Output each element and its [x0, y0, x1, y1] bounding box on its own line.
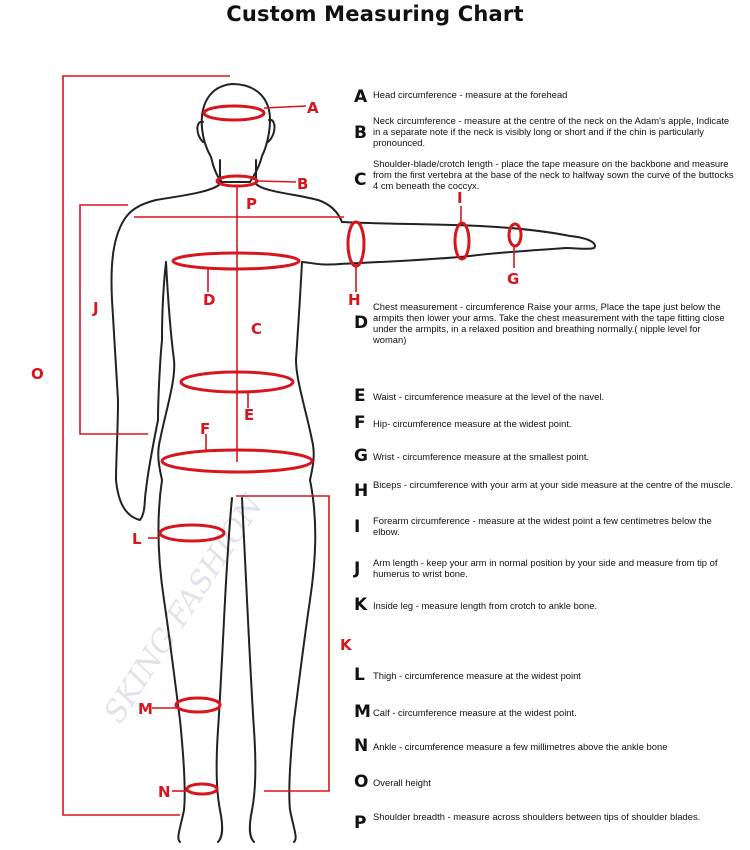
legend-letter: D	[354, 313, 369, 333]
label-m: M	[138, 700, 153, 718]
label-n: N	[158, 783, 171, 801]
label-o: O	[31, 365, 44, 383]
legend-text: Inside leg - measure length from crotch …	[373, 600, 598, 611]
label-d: D	[203, 291, 215, 309]
label-f: F	[200, 420, 210, 438]
label-l: L	[132, 530, 142, 548]
legend-letter: H	[354, 481, 369, 501]
legend-letter: P	[354, 813, 367, 833]
legend-text: Wrist - circumference measure at the sma…	[373, 451, 590, 462]
line-a	[263, 105, 307, 109]
legend-text: Ankle - circumference measure a few mill…	[373, 741, 668, 752]
legend-text: Arm length - keep your arm in normal pos…	[373, 557, 718, 579]
left-arm	[110, 219, 159, 521]
torso-left	[157, 261, 176, 481]
ear-left	[196, 120, 204, 143]
legend-letter: C	[354, 170, 367, 190]
mark-biceps-band	[346, 220, 366, 268]
mark-forearm-band	[453, 221, 471, 261]
legend-letter: O	[354, 772, 369, 792]
right-arm-upper	[341, 221, 596, 250]
legend-letter: A	[354, 87, 368, 107]
leg-right-inner	[241, 497, 257, 843]
mark-wrist-band	[507, 222, 523, 248]
legend-letter: N	[354, 736, 369, 756]
label-e: E	[244, 406, 254, 424]
label-i: I	[457, 189, 463, 207]
right-arm-lower	[301, 247, 567, 266]
legend-letter: E	[354, 386, 366, 406]
legend-letter: G	[354, 446, 368, 466]
legend-text: Overall height	[373, 777, 431, 788]
mark-head-band	[202, 104, 266, 122]
label-k: K	[340, 636, 353, 654]
legend-letter: M	[354, 702, 371, 722]
legend-letter: B	[354, 123, 367, 143]
mark-thigh-band	[158, 523, 226, 543]
legend-text: Hip- circumference measure at the widest…	[373, 418, 572, 429]
legend-text: Waist - circumference measure at the lev…	[373, 391, 605, 402]
chart-title: Custom Measuring Chart	[226, 2, 524, 26]
leg-right-outer	[288, 479, 317, 843]
line-o	[62, 75, 230, 816]
mark-chest-band	[171, 251, 301, 271]
measurement-lines	[62, 75, 515, 816]
legend-text: Shoulder breadth - measure across should…	[373, 811, 701, 822]
legend-letter: K	[354, 595, 368, 615]
label-h: H	[348, 291, 361, 309]
label-a: A	[307, 99, 319, 117]
line-b	[256, 180, 297, 183]
legend-text: Calf - circumference measure at the wide…	[373, 707, 577, 718]
label-c: C	[251, 320, 262, 338]
figure-letters: A B P I G H D C J O E F L K M N	[31, 99, 519, 801]
mark-ankle-band	[185, 782, 219, 796]
line-j	[79, 204, 148, 435]
legend-letter: J	[354, 559, 361, 579]
legend-letter: F	[354, 413, 366, 433]
neck-right	[255, 159, 343, 223]
label-b: B	[297, 175, 308, 193]
legend-text: Shoulder-blade/crotch length - place the…	[373, 158, 734, 191]
line-k	[236, 495, 330, 792]
ear-right	[267, 118, 276, 143]
legend-text: Head circumference - measure at the fore…	[373, 89, 568, 100]
mark-calf-band	[174, 696, 222, 714]
leg-left-inner	[215, 497, 233, 843]
label-p: P	[246, 195, 257, 213]
torso-right	[295, 261, 315, 481]
legend-text: Chest measurement - circumference Raise …	[373, 301, 725, 345]
measurement-marks	[158, 104, 523, 796]
head-outline	[200, 83, 271, 183]
legend-letter: L	[354, 665, 365, 685]
legend-letter: I	[354, 517, 361, 537]
legend-text: Thigh - circumference measure at the wid…	[373, 670, 581, 681]
legend-text: Neck circumference - measure at the cent…	[373, 115, 730, 148]
legend-text: Biceps - circumference with your arm at …	[373, 479, 734, 490]
label-g: G	[507, 270, 519, 288]
label-j: J	[92, 299, 99, 317]
legend-text: Forearm circumference - measure at the w…	[373, 515, 712, 537]
neck-left	[123, 159, 221, 221]
left-arm-inner	[157, 261, 167, 421]
